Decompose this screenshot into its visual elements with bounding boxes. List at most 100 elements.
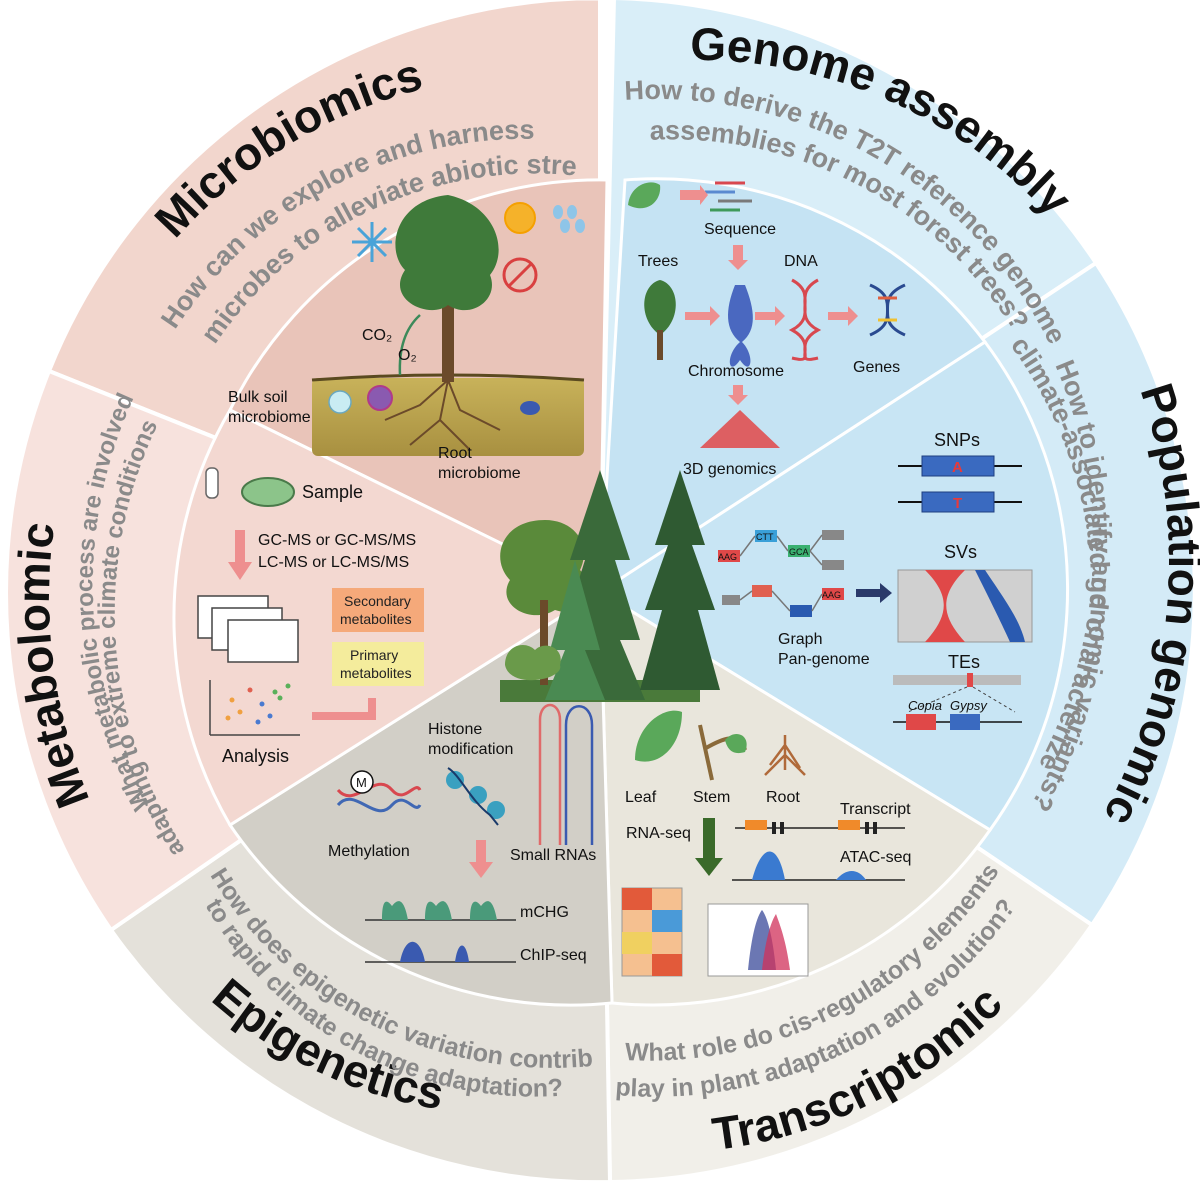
spectra-icon [197,595,299,663]
dna-label: DNA [784,253,818,270]
mortar-icon [241,477,295,507]
primary-metabolites-line1: Primary [350,647,398,663]
sample-label: Sample [302,482,363,502]
graph-to-sv-arrow [856,583,892,603]
snowflake-icon [352,222,392,262]
sv-blue-shape [975,570,1025,642]
svs-label: SVs [944,542,977,562]
allele-a: A [952,459,963,476]
sample-tube-icon [205,467,219,499]
small-rnas-label: Small RNAs [510,847,596,864]
mchg-label: mCHG [520,904,569,921]
root-microbiome-label-1: Root [438,445,472,462]
atac-track [732,851,905,881]
gene-model-track [735,820,905,834]
methylation-label: Methylation [328,843,410,860]
chromosome-label: Chromosome [688,363,784,380]
conifer-tree-2 [640,470,720,690]
small-tree-trunk [657,330,663,360]
genes-helix-icon [869,283,906,337]
rnaseq-label: RNA-seq [626,825,691,842]
transcript-label: Transcript [840,801,911,818]
epigenetics-illustration: M Methylation Histone modification Small… [328,703,596,964]
rain-drops-icon [553,205,585,233]
mchg-track [365,901,516,921]
analysis-label: Analysis [222,746,289,766]
flow-arrows [680,185,858,405]
conifer-tree-1 [555,470,645,700]
gas-exchange-arrow [398,314,421,376]
broadleaf-tree-1 [500,520,587,616]
scatter-plot-icon [209,680,300,736]
chromosome-icon [728,285,753,367]
root-icon [764,735,806,776]
no-water-icon [502,257,538,293]
histone-label-1: Histone [428,721,482,738]
analysis-to-boxes-arrow [312,698,376,720]
snps-label: SNPs [934,430,980,450]
graph-node-aag-1: AAG [718,552,737,562]
genome-inner-sector [598,177,988,595]
methyl-mark-icon [350,770,374,794]
central-forest-illustration [500,470,720,702]
chipseq-label: ChIP-seq [520,947,587,964]
allele-t: T [953,495,962,512]
down-arrow-1 [228,530,252,580]
gypsy-label: Gypsy [950,698,988,713]
transcriptomics-illustration: Leaf Stem Root RNA-seq Transcript ATAC-s… [621,710,911,977]
o2-label: O₂ [398,347,417,364]
sequence-reads-icon [705,181,752,212]
sv-red-shape [925,570,965,642]
pangenome-graph: AAG CTT GCA AAG [718,530,844,617]
pan-genome-label: Pan-genome [778,651,870,668]
stem-label: Stem [693,789,730,806]
root-label: Root [766,789,800,806]
small-tree-icon [644,280,676,335]
primary-metabolites-line2: metabolites [340,665,412,681]
microbe-icon-2 [367,385,393,411]
graph-node-ctt: CTT [756,532,774,542]
atacseq-label: ATAC-seq [840,849,911,866]
root-system-icon [384,379,501,451]
lc-ms-label: LC-MS or LC-MS/MS [258,554,409,571]
copia-label: Copia [908,698,942,713]
leaf-label: Leaf [625,789,657,806]
down-arrow-2 [469,840,493,878]
trees-label: Trees [638,253,678,270]
graph-label: Graph [778,631,822,648]
graph-node-aag-2: AAG [822,590,841,600]
dna-helix-icon [788,278,822,361]
chipseq-track [365,941,516,963]
methylation-dna-icon [336,782,422,813]
leaf-sample-icon [628,182,661,209]
microbe-icon-1 [328,390,352,414]
bulk-soil-label-1: Bulk soil [228,389,288,406]
tes-label: TEs [948,652,980,672]
co2-label: CO₂ [362,327,392,344]
down-arrow-green [695,818,723,876]
gc-ms-label: GC-MS or GC-MS/MS [258,532,416,549]
secondary-metabolites-line1: Secondary [344,593,411,609]
metabolomics-illustration: Sample GC-MS or GC-MS/MS LC-MS or LC-MS/… [197,467,424,766]
histone-label-2: modification [428,741,513,758]
graph-node-gca: GCA [789,547,809,557]
tree-crown [395,195,499,311]
genome-assembly-illustration: Sequence Trees DNA Genes Chromosome 3D g… [628,181,906,478]
sun-icon [504,202,536,234]
microbiomics-illustration: CO₂ O₂ Bulk soil microbiome Root microbi… [228,195,585,482]
small-rna-hairpin-icon [538,703,594,845]
leaf-icon [635,710,682,762]
microbe-icon-3 [520,401,540,415]
bush-icon [505,645,561,681]
bulk-soil-label-2: microbiome [228,409,311,426]
methyl-m-label: M [356,775,367,790]
genes-label: Genes [853,359,900,376]
volcano-plot-icon [707,903,809,977]
sequence-label: Sequence [704,221,776,238]
secondary-metabolites-line2: metabolites [340,611,412,627]
hic-heatmap-icon [700,410,780,448]
population-genomics-illustration: SNPs A T SVs AAG CTT GCA AAG Graph [718,430,1033,730]
root-microbiome-label-2: microbiome [438,465,521,482]
3d-genomics-label: 3D genomics [683,461,776,478]
